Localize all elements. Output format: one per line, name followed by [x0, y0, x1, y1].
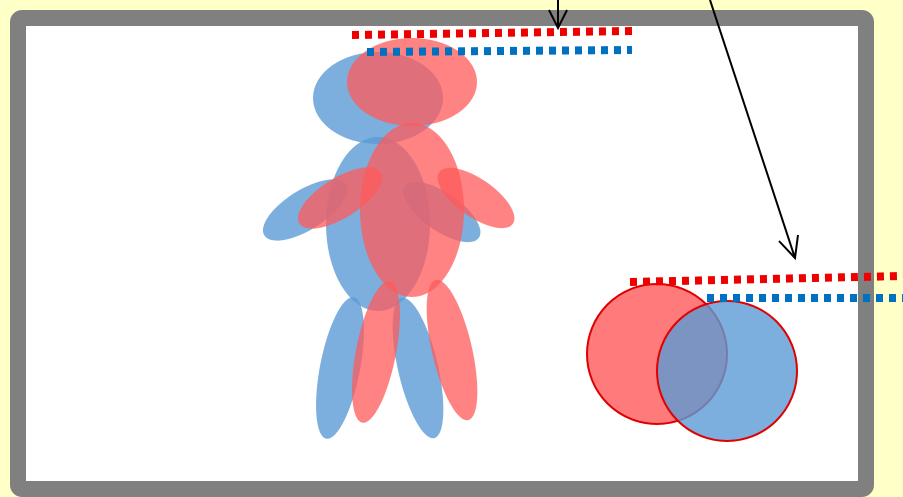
- blue-circle: [657, 301, 797, 441]
- blue-dotted-marker-top: [367, 50, 632, 52]
- red-figure-torso: [360, 123, 464, 297]
